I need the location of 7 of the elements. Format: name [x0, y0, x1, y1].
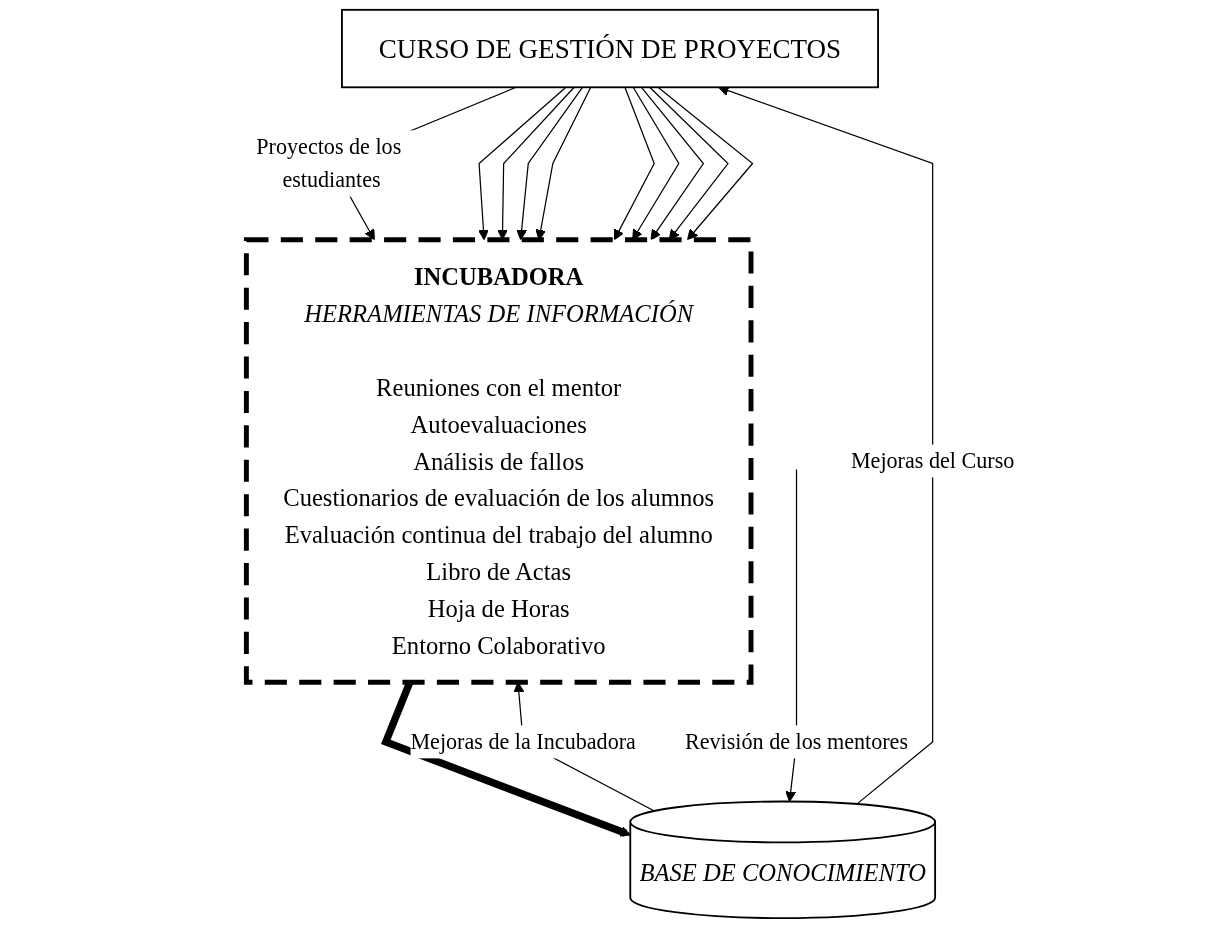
node-box: CURSO DE GESTIÓN DE PROYECTOS — [341, 8, 879, 89]
edge-label: Revisión de los mentores — [684, 729, 909, 754]
node-box: INCUBADORA HERRAMIENTAS DE INFORMACIÓN Reuniones con el mentor Autoevaluaciones Análisis de fallos Cuestionarios de evaluación de los alumnos Evaluación continua del trabajo del alumno Libro de Actas Hoja de Horas Entorno Colaborativo — [243, 237, 754, 685]
edge-label: Mejoras del Curso — [850, 448, 1015, 473]
arrow — [785, 469, 798, 803]
edge-label: Proyectos de los estudiantes — [256, 134, 402, 192]
edge-label: Mejoras de la Incubadora — [410, 729, 636, 754]
